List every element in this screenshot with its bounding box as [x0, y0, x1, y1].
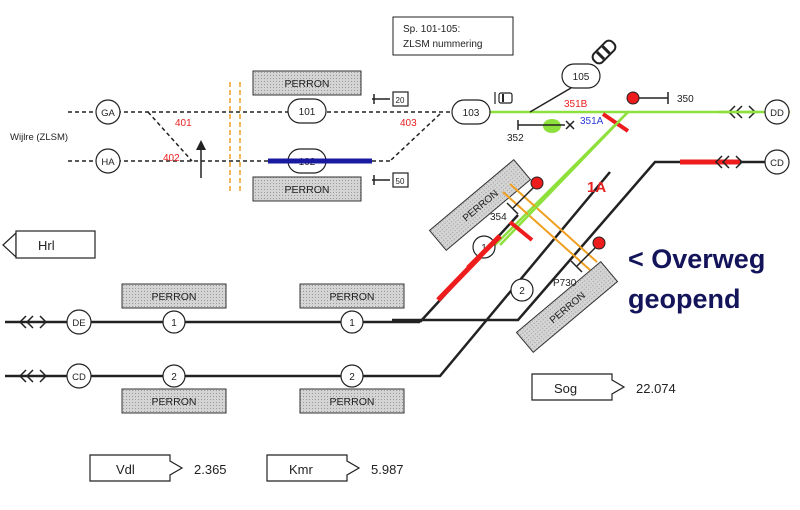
crossing-status-line1: < Overweg — [628, 244, 765, 274]
note-line-1: Sp. 101-105: — [403, 24, 460, 35]
switch-403[interactable]: 403 — [400, 118, 417, 129]
svg-text:1: 1 — [171, 318, 177, 329]
track-105 — [529, 87, 572, 113]
signal-101[interactable]: 101 — [287, 98, 327, 124]
signal-354[interactable] — [506, 176, 544, 215]
main-track-cd — [5, 171, 611, 378]
platform-label: PERRON — [285, 78, 330, 90]
svg-text:GA: GA — [101, 108, 115, 119]
switch-351a[interactable]: 351A — [580, 116, 604, 127]
svg-text:50: 50 — [396, 177, 405, 186]
track-end-de-chevrons — [18, 315, 48, 329]
track-end-ha[interactable]: HA — [95, 148, 121, 174]
track-number-2-left: 2 — [162, 364, 186, 388]
numbering-note: Sp. 101-105: ZLSM nummering — [392, 16, 514, 56]
track-number-1-right: 1 — [340, 310, 364, 334]
svg-text:HA: HA — [101, 157, 115, 168]
platform-label: PERRON — [330, 396, 375, 408]
track-end-cd-top-chevrons — [714, 155, 744, 169]
dwarf-signal-103 — [494, 92, 513, 104]
signal-352[interactable] — [517, 120, 575, 130]
station-vdl-km: 2.365 — [194, 462, 227, 477]
route-label-1a: 1A — [587, 179, 606, 196]
signal-350-label: 350 — [677, 94, 694, 105]
platform — [252, 176, 362, 202]
svg-text:DD: DD — [770, 108, 784, 119]
svg-text:105: 105 — [573, 72, 590, 83]
svg-text:Kmr: Kmr — [289, 462, 314, 477]
station-label-wijlre: Wijlre (ZLSM) — [10, 132, 68, 143]
platform-rotated-right: PERRON — [515, 260, 619, 354]
svg-text:DE: DE — [72, 318, 85, 329]
station-kmr-km: 5.987 — [371, 462, 404, 477]
occupied-section-red-1b — [466, 234, 502, 270]
svg-text:CD: CD — [72, 372, 86, 383]
track-end-dd[interactable]: DD — [764, 99, 790, 125]
track-end-de[interactable]: DE — [66, 309, 92, 335]
switch-351b[interactable]: 351B — [564, 99, 588, 110]
svg-text:101: 101 — [299, 107, 316, 118]
svg-text:2: 2 — [519, 286, 525, 297]
switch-351a-marker — [601, 112, 630, 133]
track-end-cd-bottom[interactable]: CD — [66, 363, 92, 389]
svg-text:1: 1 — [349, 318, 355, 329]
svg-text:CD: CD — [770, 158, 784, 169]
track-end-cd-top[interactable]: CD — [764, 149, 790, 175]
platform-rotated-left: PERRON — [428, 158, 532, 252]
buffer-stop-bottom: 50 — [373, 172, 409, 188]
signal-p730[interactable] — [570, 236, 606, 273]
track-number-2-curve: 2 — [510, 278, 534, 302]
switch-401[interactable]: 401 — [175, 118, 192, 129]
svg-text:2: 2 — [171, 372, 177, 383]
upper-level-crossing — [229, 82, 241, 192]
svg-text:Sog: Sog — [554, 381, 577, 396]
signal-105[interactable]: 105 — [561, 63, 601, 89]
svg-text:103: 103 — [463, 108, 480, 119]
signal-352-label: 352 — [507, 133, 524, 144]
signal-354-marker — [508, 220, 534, 242]
platform — [252, 70, 362, 96]
direction-hrl[interactable]: Hrl — [2, 230, 96, 259]
lower-platforms — [121, 283, 405, 414]
station-kmr[interactable]: Kmr — [266, 454, 361, 482]
platform-label: PERRON — [152, 396, 197, 408]
signal-105-head — [591, 39, 617, 65]
crossing-status-line2: geopend — [628, 284, 741, 314]
station-sog-km: 22.074 — [636, 381, 676, 396]
track-number-2-right: 2 — [340, 364, 364, 388]
buffer-stop-top: 20 — [373, 91, 409, 107]
platform-label: PERRON — [152, 291, 197, 303]
svg-text:Hrl: Hrl — [38, 238, 55, 253]
track-end-cd-bottom-chevrons — [18, 369, 48, 383]
svg-text:2: 2 — [349, 372, 355, 383]
svg-text:20: 20 — [396, 96, 405, 105]
set-route-green-diagonal — [499, 111, 629, 246]
signal-354-label: 354 — [490, 212, 507, 223]
upper-platforms — [252, 70, 362, 202]
station-vdl[interactable]: Vdl — [89, 454, 184, 482]
note-line-2: ZLSM nummering — [403, 39, 482, 50]
signal-350[interactable] — [626, 91, 669, 105]
route-marker — [543, 119, 561, 133]
direction-arrow — [196, 140, 206, 178]
signal-103[interactable]: 103 — [451, 99, 491, 125]
switch-402[interactable]: 402 — [163, 153, 180, 164]
platform-label: PERRON — [330, 291, 375, 303]
track-end-ga[interactable]: GA — [95, 99, 121, 125]
upper-yard-tracks — [68, 98, 518, 181]
track-number-1-left: 1 — [162, 310, 186, 334]
svg-text:Vdl: Vdl — [116, 462, 135, 477]
platform-label: PERRON — [285, 184, 330, 196]
signal-p730-label: P730 — [553, 278, 577, 289]
station-sog[interactable]: Sog — [531, 373, 626, 401]
